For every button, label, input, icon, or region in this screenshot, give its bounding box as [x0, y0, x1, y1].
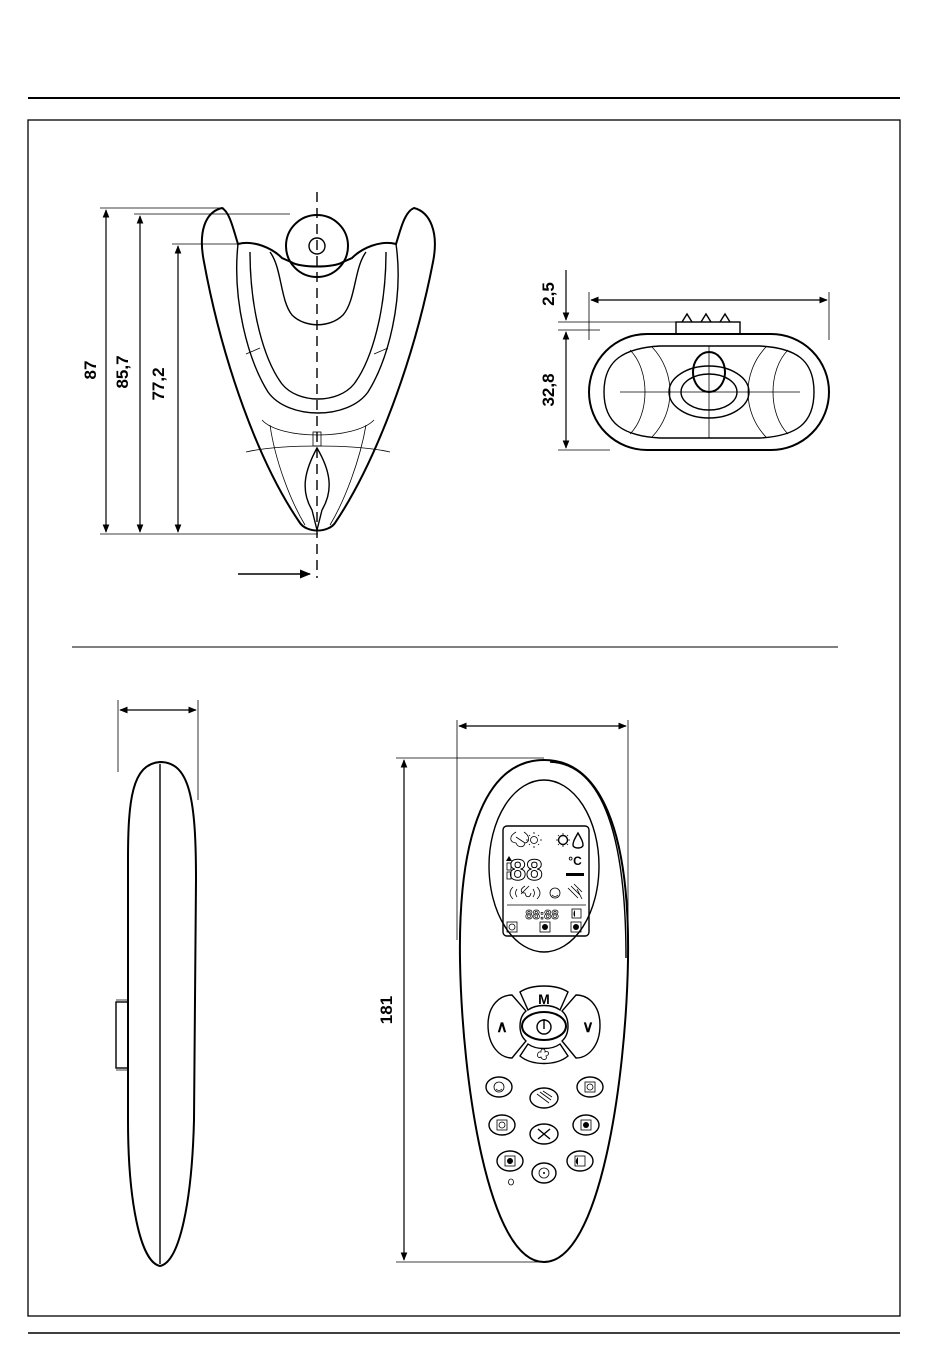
- lcd-level-bar: [566, 873, 584, 876]
- lcd-moon-icon: [572, 909, 581, 918]
- swing-icon: [537, 1091, 552, 1103]
- sleep-button[interactable]: [567, 1151, 593, 1171]
- temp-up-button[interactable]: ∧: [488, 995, 526, 1058]
- cancel-button[interactable]: [530, 1124, 558, 1144]
- lcd-clock-digits: 88:88: [525, 907, 558, 922]
- fan-button[interactable]: [520, 1044, 568, 1064]
- dim-label-32-8: 32,8: [539, 373, 558, 406]
- comfort-button[interactable]: [486, 1077, 512, 1097]
- lcd-swing-icon: [568, 884, 582, 899]
- fan-icon: [511, 832, 529, 847]
- indicator-led: [509, 1179, 514, 1185]
- power-button[interactable]: [522, 1012, 566, 1040]
- holder-top-view: 2,5 32,8: [539, 270, 829, 450]
- holder-front-view: 87 85,7 77,2: [81, 192, 435, 578]
- temp-down-button[interactable]: ∨: [562, 995, 600, 1058]
- timer-button-a[interactable]: [577, 1077, 603, 1097]
- lcd-fan-icon: [510, 886, 540, 899]
- dim-label-181: 181: [377, 996, 396, 1024]
- timer-button-b[interactable]: [489, 1115, 515, 1135]
- remote-side-view: [116, 700, 198, 1266]
- clock-button[interactable]: [532, 1163, 556, 1183]
- lcd-temp-unit: °C: [568, 854, 582, 868]
- temp-down-label: ∨: [582, 1019, 594, 1036]
- dim-label-77-2: 77,2: [149, 367, 168, 400]
- temp-up-label: ∧: [496, 1019, 508, 1036]
- timer-button-d[interactable]: [497, 1151, 523, 1171]
- cancel-icon: [538, 1129, 550, 1139]
- swing-button[interactable]: [530, 1088, 558, 1108]
- drop-icon: [573, 833, 583, 848]
- mode-button[interactable]: M: [520, 986, 568, 1010]
- timer-button-c[interactable]: [573, 1115, 599, 1135]
- remote-front-view: 88 °C 88:88 M ∧: [377, 720, 628, 1262]
- dim-label-2-5: 2,5: [539, 282, 558, 306]
- mode-button-label: M: [538, 991, 550, 1007]
- moon-icon: [576, 1157, 578, 1165]
- dim-label-85-7: 85,7: [113, 355, 132, 388]
- fan-button-icon: [538, 1049, 549, 1060]
- lcd-temp-digits: 88: [509, 854, 542, 887]
- gear-icon: [556, 833, 570, 847]
- dim-label-87: 87: [81, 361, 100, 380]
